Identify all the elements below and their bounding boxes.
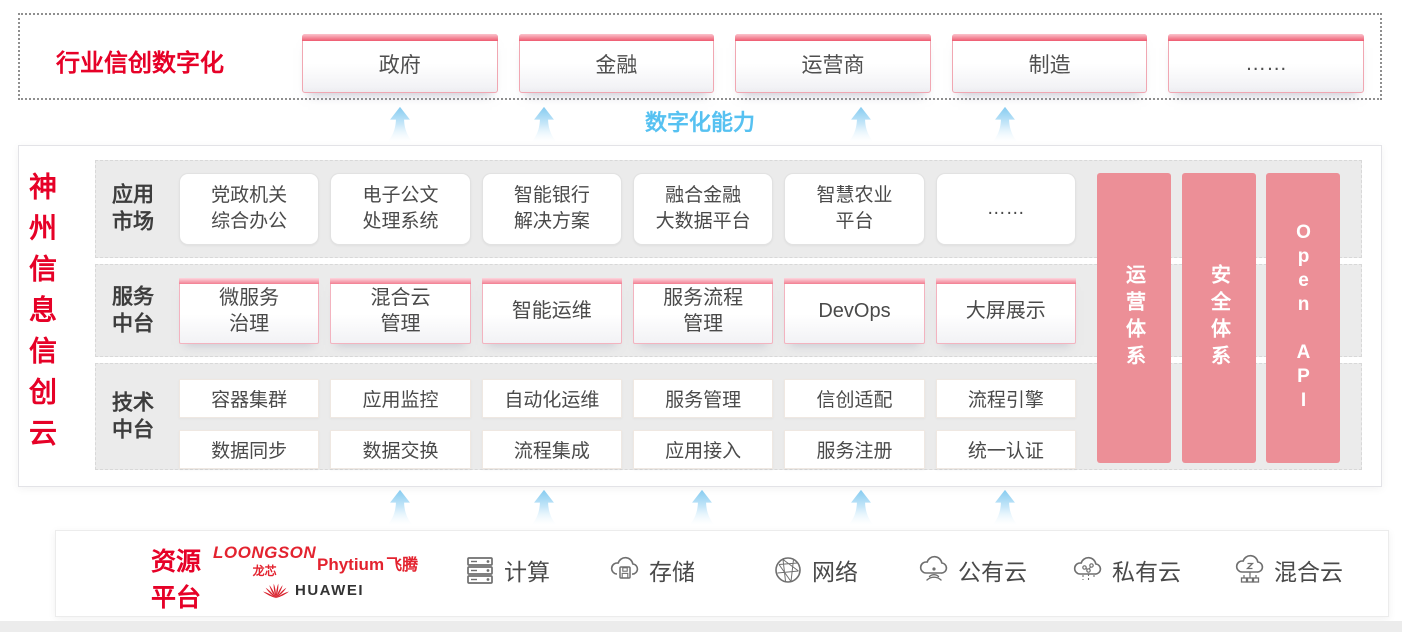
up-arrow-icon	[387, 106, 413, 143]
resource-item-private-cloud: 私有云	[1071, 553, 1181, 587]
row-label-tech: 技术 中台	[112, 391, 154, 442]
tech-box: 自动化运维	[481, 379, 622, 418]
app-box: 智能银行 解决方案	[481, 173, 622, 245]
tech-box: 数据交换	[330, 430, 471, 469]
resource-item-label: 存储	[649, 559, 695, 585]
pillar-security-system: 安全体系	[1182, 173, 1256, 463]
platform-title: 神州信息信创云	[26, 172, 57, 459]
app-box-list: 党政机关 综合办公 电子公文 处理系统 智能银行 解决方案 融合金融 大数据平台…	[179, 161, 1076, 257]
huawei-logo-text: HUAWEI	[295, 581, 364, 599]
row-label-app-market: 应用 市场	[112, 183, 154, 234]
sector-box-manufacturing: 制造	[951, 34, 1148, 93]
resource-item-compute: 计算	[463, 553, 550, 587]
up-arrow-icon	[531, 489, 557, 526]
up-arrow-icon	[689, 489, 715, 526]
service-box-list: 微服务 治理 混合云 管理 智能运维 服务流程 管理 DevOps 大屏展示	[179, 265, 1077, 356]
huawei-flower-icon	[263, 583, 289, 599]
hybrid-cloud-icon	[1235, 554, 1264, 583]
tech-box: 服务注册	[784, 430, 925, 469]
up-arrow-icon	[992, 489, 1018, 526]
service-box: 服务流程 管理	[632, 277, 774, 344]
tech-box: 流程集成	[481, 430, 622, 469]
up-arrow-icon	[992, 106, 1018, 143]
resource-item-network: 网络	[771, 553, 858, 587]
pillar-operations-system: 运营体系	[1097, 173, 1171, 463]
up-arrow-icon	[848, 106, 874, 143]
tech-middle-platform-row: 技术 中台 容器集群 应用监控 自动化运维 服务管理 信创适配 流程引擎 数据同…	[95, 363, 1362, 470]
tech-box: 统一认证	[935, 430, 1076, 469]
network-icon	[775, 557, 801, 583]
resource-item-label: 计算	[504, 559, 550, 585]
resource-item-label: 混合云	[1274, 559, 1343, 585]
huawei-logo: HUAWEI	[263, 580, 364, 600]
industry-band: 行业信创数字化 政府 金融 运营商 制造 ……	[18, 13, 1382, 100]
public-cloud-icon	[919, 555, 948, 581]
loongson-logo-cn: 龙芯	[252, 564, 277, 578]
private-cloud-icon	[1073, 556, 1102, 581]
resource-item-label: 网络	[812, 559, 858, 585]
resource-item-label: 公有云	[958, 559, 1027, 585]
compute-icon	[467, 557, 493, 584]
service-box: DevOps	[784, 277, 925, 344]
sector-box-finance: 金融	[518, 34, 715, 93]
sector-box-list: 政府 金融 运营商 制造 ……	[302, 34, 1364, 93]
app-box: 电子公文 处理系统	[330, 173, 471, 245]
service-box: 混合云 管理	[330, 277, 471, 344]
tech-box: 信创适配	[784, 379, 925, 418]
loongson-logo: LOONGSON 龙芯	[213, 543, 316, 579]
service-box: 大屏展示	[935, 277, 1077, 344]
phytium-logo-cn: 飞腾	[386, 557, 419, 574]
tech-box: 服务管理	[632, 379, 774, 418]
tech-box: 容器集群	[179, 379, 320, 418]
resource-title: 资源 平台	[151, 548, 202, 613]
tech-box: 数据同步	[179, 430, 320, 469]
industry-band-title: 行业信创数字化	[56, 50, 224, 77]
service-middle-platform-row: 服务 中台 微服务 治理 混合云 管理 智能运维 服务流程 管理 DevOps …	[95, 264, 1362, 357]
sector-box-government: 政府	[302, 34, 498, 93]
loongson-logo-text: LOONGSON	[213, 543, 317, 562]
app-box: 党政机关 综合办公	[179, 173, 320, 245]
tech-box: 流程引擎	[935, 379, 1076, 418]
up-arrow-icon	[531, 106, 557, 143]
service-box: 智能运维	[481, 277, 623, 344]
resource-item-public-cloud: 公有云	[917, 553, 1027, 587]
storage-icon	[610, 556, 639, 579]
up-arrow-icon	[387, 489, 413, 526]
tech-box: 应用监控	[330, 379, 471, 418]
pillar-open-api: Open API	[1266, 173, 1340, 463]
capability-label: 数字化能力	[644, 110, 755, 135]
resource-item-hybrid-cloud: 混合云	[1233, 553, 1343, 587]
tech-box-grid: 容器集群 应用监控 自动化运维 服务管理 信创适配 流程引擎 数据同步 数据交换…	[179, 379, 1076, 469]
app-box: 融合金融 大数据平台	[632, 173, 774, 245]
resource-item-label: 私有云	[1112, 559, 1181, 585]
app-market-row: 应用 市场 党政机关 综合办公 电子公文 处理系统 智能银行 解决方案 融合金融…	[95, 160, 1362, 258]
row-label-service: 服务 中台	[112, 285, 154, 336]
service-box: 微服务 治理	[179, 277, 320, 344]
app-box-more: ……	[935, 173, 1076, 245]
up-arrow-icon	[848, 489, 874, 526]
resource-item-storage: 存储	[608, 553, 695, 587]
bottom-strip	[0, 621, 1402, 632]
phytium-logo-text: Phytium	[317, 555, 385, 574]
sector-box-more: ……	[1168, 34, 1364, 93]
sector-box-operator: 运营商	[735, 34, 931, 93]
tech-box: 应用接入	[632, 430, 774, 469]
app-box: 智慧农业 平台	[784, 173, 925, 245]
